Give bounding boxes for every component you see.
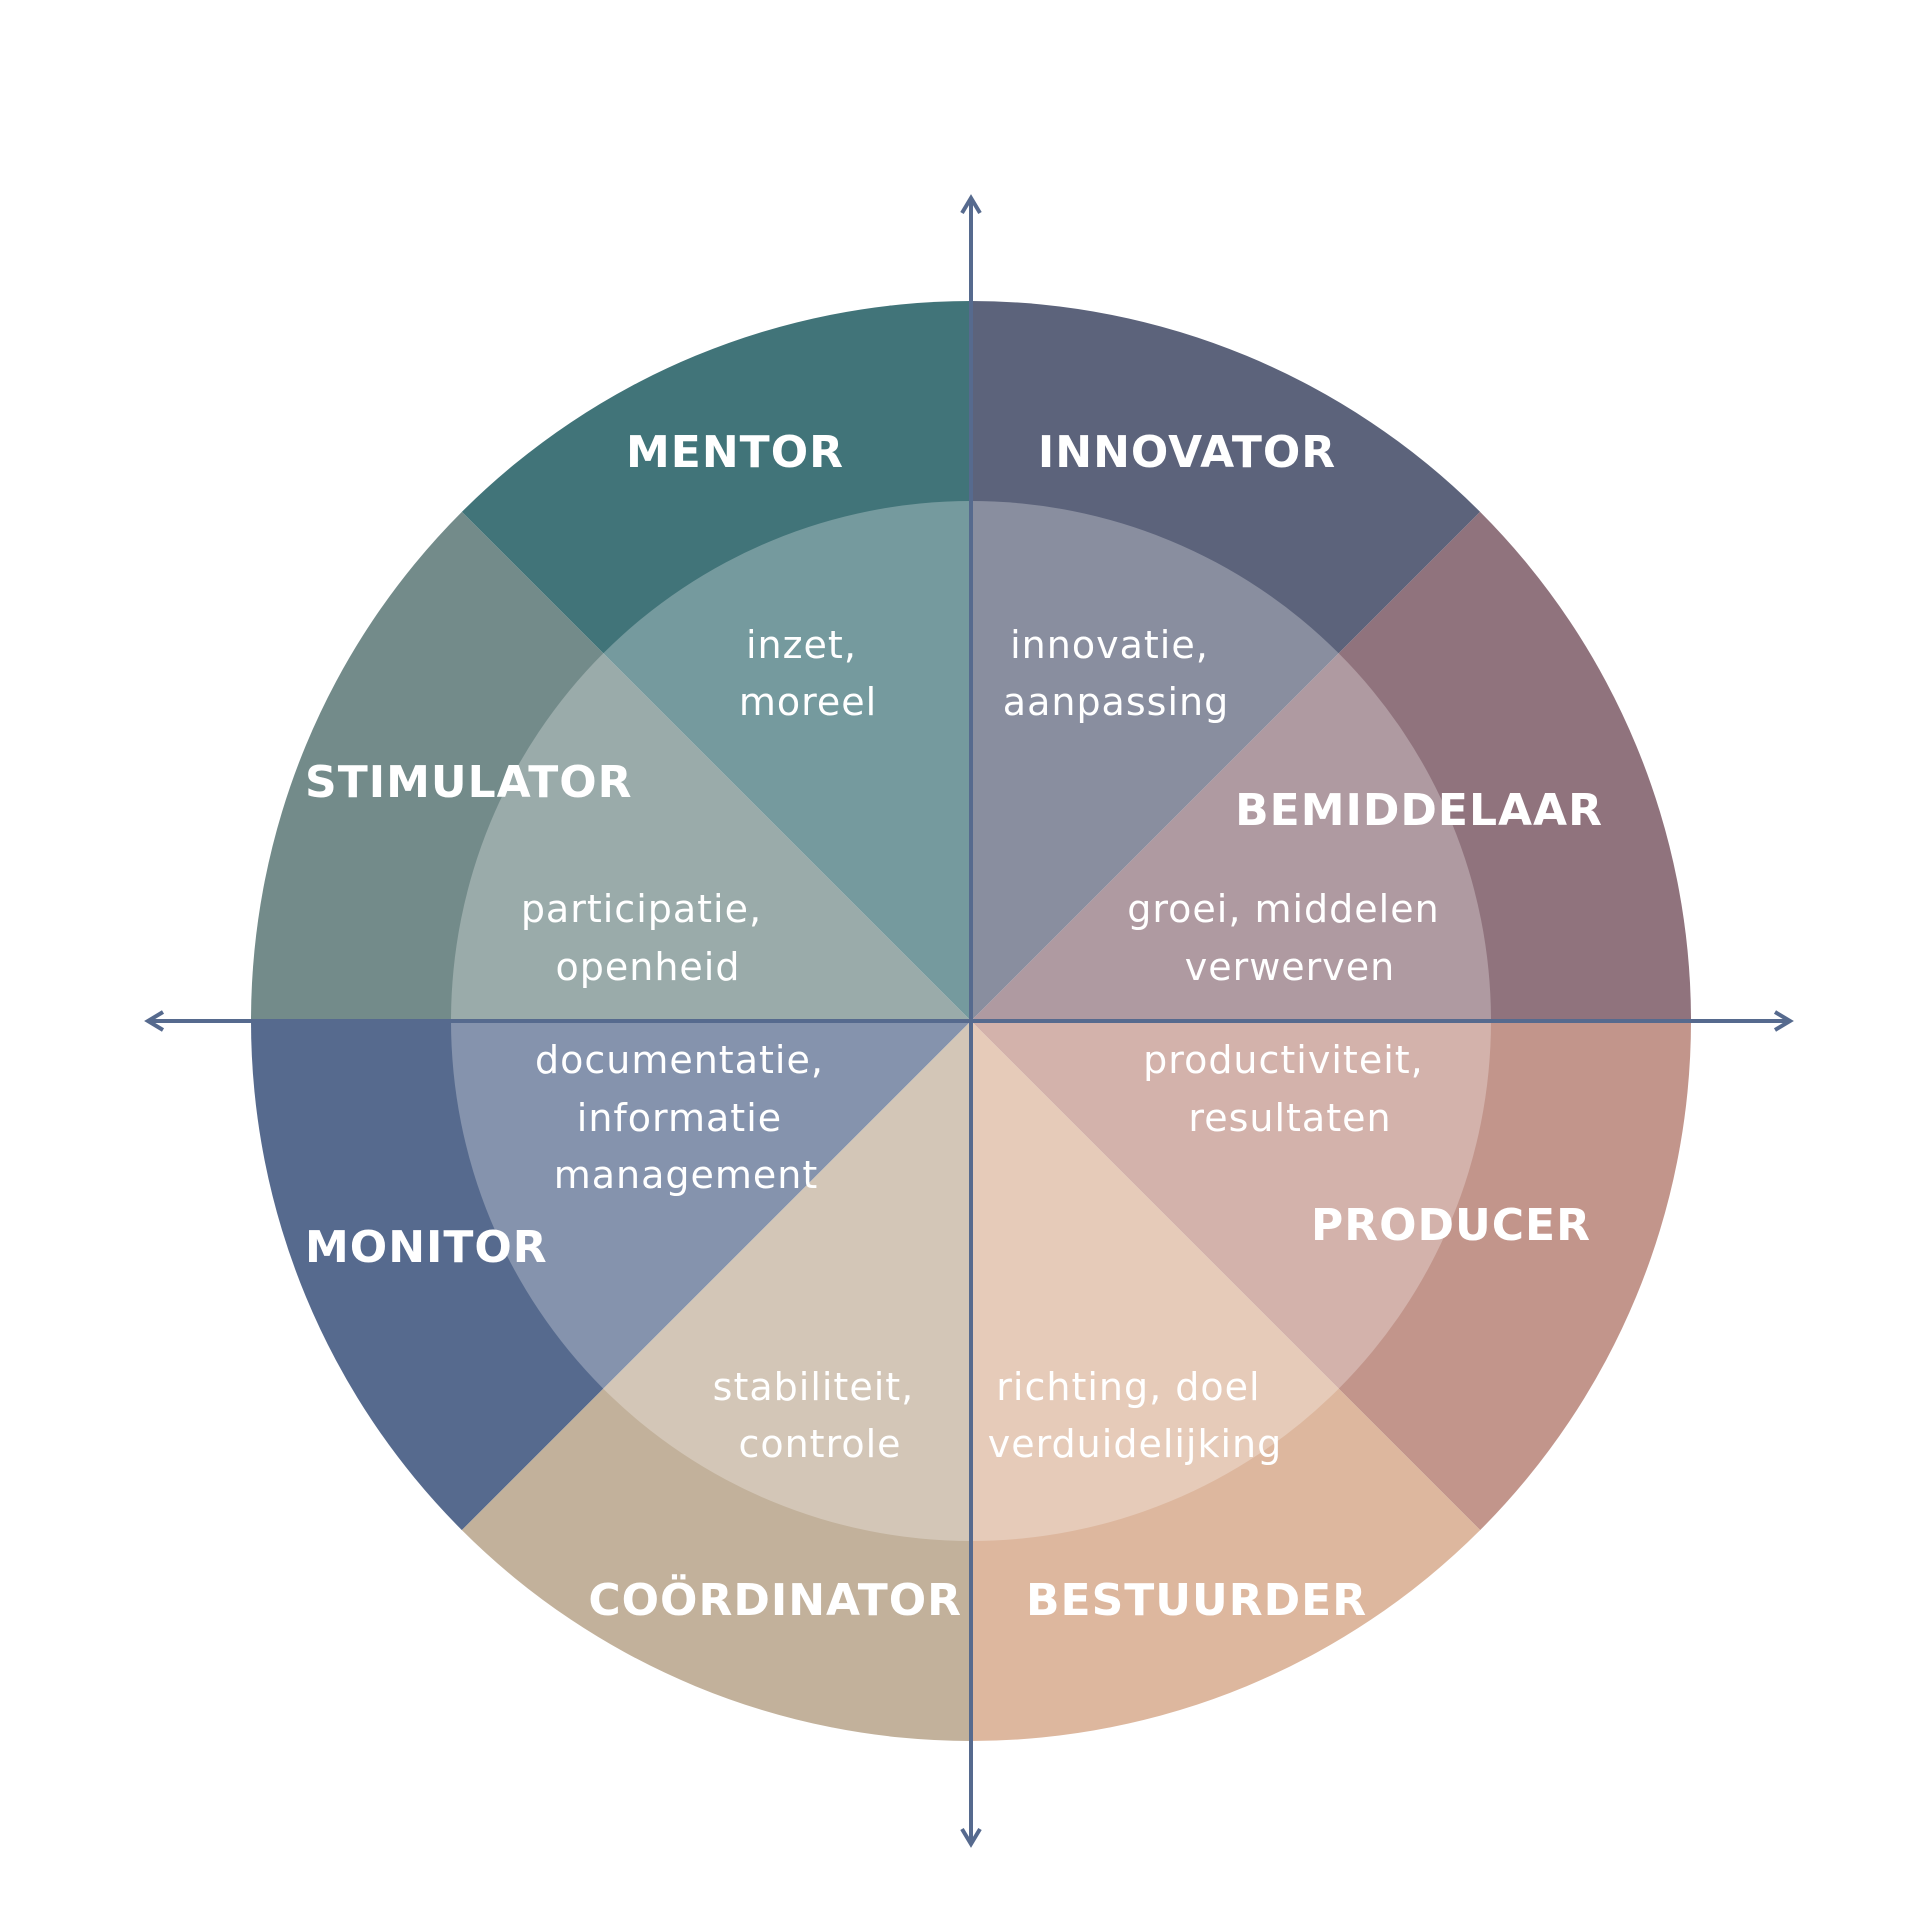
value-label-bestuurder: richting, doel verduidelijking [988, 1365, 1283, 1466]
sector-bestuurder [971, 1021, 1481, 1741]
value-labels: inzet, moreel innovatie, aanpassing part… [521, 623, 1453, 1466]
arrow-left-icon [144, 1010, 165, 1032]
role-label-mentor: MENTOR [626, 427, 844, 478]
arrow-up-icon [960, 194, 982, 215]
role-label-stimulator: STIMULATOR [305, 757, 633, 808]
value-label-producer: productiviteit, resultaten [1143, 1038, 1437, 1140]
value-label-bemiddelaar: groei, middelen verwerven [1127, 887, 1453, 989]
value-label-coordinator: stabiliteit, controle [713, 1365, 928, 1466]
sector-stimulator [250, 511, 971, 1021]
sector-mentor [461, 301, 971, 1021]
role-label-innovator: INNOVATOR [1038, 427, 1336, 478]
sector-innovator [971, 300, 1481, 1021]
axes [144, 194, 1794, 1848]
role-label-monitor: MONITOR [305, 1222, 548, 1273]
role-label-bestuurder: BESTUURDER [1026, 1575, 1367, 1626]
value-label-stimulator: participatie, openheid [521, 887, 775, 989]
outer-ring [250, 300, 1691, 1741]
role-label-producer: PRODUCER [1311, 1200, 1591, 1251]
sector-bemiddelaar [971, 511, 1691, 1021]
value-label-mentor: inzet, moreel [739, 623, 877, 724]
role-label-bemiddelaar: BEMIDDELAAR [1235, 785, 1603, 836]
value-label-innovator: innovatie, aanpassing [1003, 623, 1229, 724]
role-label-coordinator: COÖRDINATOR [588, 1573, 962, 1626]
sector-coordinator [461, 1021, 971, 1741]
arrow-right-icon [1773, 1010, 1794, 1032]
sector-producer [971, 1021, 1691, 1531]
role-labels: MENTOR INNOVATOR STIMULATOR BEMIDDELAAR … [305, 427, 1603, 1626]
value-label-monitor: documentatie, informatie management [535, 1038, 837, 1197]
sector-monitor [251, 1021, 971, 1531]
arrow-down-icon [960, 1827, 982, 1848]
